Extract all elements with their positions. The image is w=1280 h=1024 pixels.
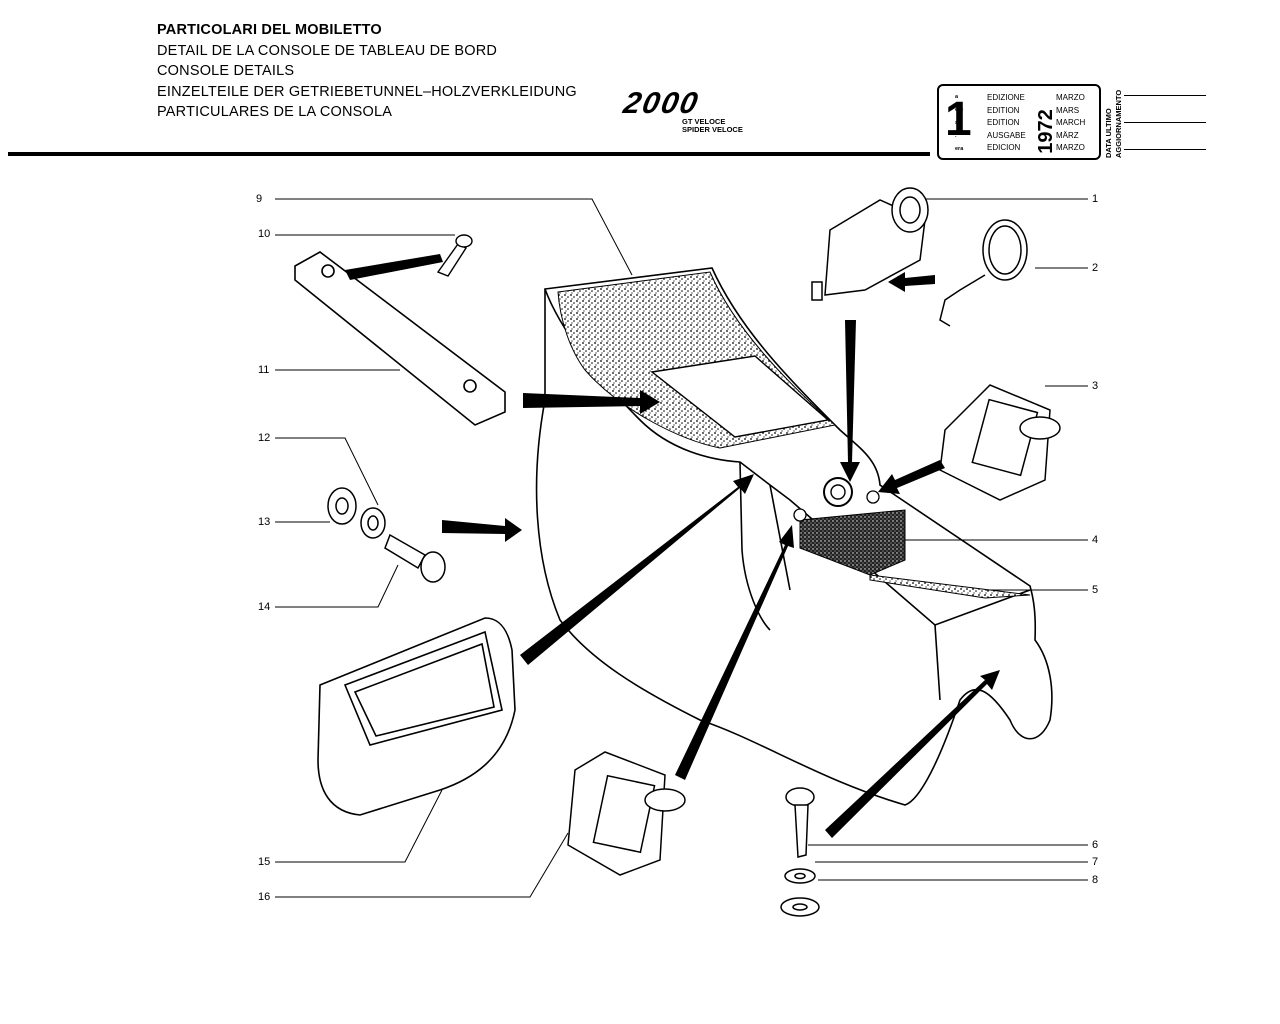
- edition-suffix: a: [955, 94, 959, 100]
- edition-suffix: .: [955, 133, 957, 139]
- leader-lines: [275, 198, 1088, 898]
- callout-15: 15: [258, 856, 271, 868]
- edition-month: MARZO: [1056, 143, 1085, 152]
- callout-1: 1: [1092, 193, 1099, 205]
- model-logo: 2000 GT VELOCE SPIDER VELOCE: [621, 87, 743, 134]
- callout-13: 13: [258, 516, 271, 528]
- edition-suffix: era: [955, 146, 964, 152]
- title-german: EINZELTEILE DER GETRIEBETUNNEL–HOLZVERKL…: [157, 83, 577, 100]
- callout-11: 11: [258, 364, 270, 376]
- assembly-arrows: [345, 254, 1000, 838]
- edition-label: AUSGABE: [987, 130, 1026, 140]
- callout-8: 8: [1092, 874, 1099, 886]
- model-variant-spider: SPIDER VELOCE: [682, 125, 743, 134]
- callout-9: 9: [256, 193, 263, 205]
- callout-3: 3: [1092, 380, 1099, 392]
- edition-label: EDITION: [987, 105, 1020, 115]
- edition-month: MARS: [1056, 105, 1080, 115]
- part-lamp-ring: [939, 219, 1028, 327]
- callout-16: 16: [258, 891, 271, 903]
- callout-10: 10: [258, 228, 271, 240]
- title-spanish: PARTICULARES DE LA CONSOLA: [157, 104, 393, 121]
- part-cigar-lighter: [811, 187, 929, 301]
- edition-label: EDITION: [987, 118, 1020, 127]
- edition-box: 1 a ere st . era EDIZIONE EDITION EDITIO…: [937, 84, 1101, 160]
- edition-month: MÄRZ: [1056, 130, 1079, 140]
- update-line: [1124, 149, 1206, 150]
- edition-suffix: st: [955, 120, 960, 126]
- callout-4: 4: [1092, 534, 1099, 546]
- part-screw-rail: [436, 234, 473, 277]
- part-ashtray: [317, 617, 516, 816]
- edition-number: 1: [945, 93, 972, 146]
- callout-7: 7: [1092, 856, 1099, 868]
- header-titles: PARTICOLARI DEL MOBILETTO DETAIL DE LA C…: [157, 20, 577, 123]
- part-washers-left: [327, 487, 446, 583]
- title-english: CONSOLE DETAILS: [157, 63, 295, 80]
- model-variants: GT VELOCE SPIDER VELOCE: [682, 118, 743, 134]
- edition-month: MARZO: [1056, 93, 1085, 102]
- part-switch-upper: [939, 384, 1061, 501]
- part-washers-right: [780, 787, 820, 917]
- callout-2: 2: [1092, 262, 1099, 274]
- edition-label: EDIZIONE: [987, 93, 1025, 102]
- edition-labels: EDIZIONE EDITION EDITION AUSGABE EDICION: [987, 92, 1026, 155]
- title-french: DETAIL DE LA CONSOLE DE TABLEAU DE BORD: [157, 42, 498, 59]
- model-variant-gt: GT VELOCE: [682, 117, 726, 126]
- update-line: [1124, 95, 1206, 96]
- console-front-insert: [799, 509, 906, 576]
- console-top-opening: [650, 355, 830, 438]
- edition-label: EDICION: [987, 143, 1021, 152]
- title-italian: PARTICOLARI DEL MOBILETTO: [157, 22, 382, 38]
- callout-14: 14: [258, 601, 271, 613]
- console-tray-insert: [869, 574, 1031, 599]
- header-rule: [8, 152, 930, 156]
- edition-month: MARCH: [1056, 118, 1086, 127]
- edition-months: MARZO MARS MARCH MÄRZ MARZO: [1056, 92, 1085, 155]
- callout-5: 5: [1092, 584, 1099, 596]
- part-switch-lower: [567, 751, 686, 876]
- edition-suffix: ere: [955, 107, 964, 113]
- callout-6: 6: [1092, 839, 1099, 851]
- callout-12: 12: [258, 432, 271, 444]
- update-line: [1124, 122, 1206, 123]
- part-rail: [294, 251, 506, 426]
